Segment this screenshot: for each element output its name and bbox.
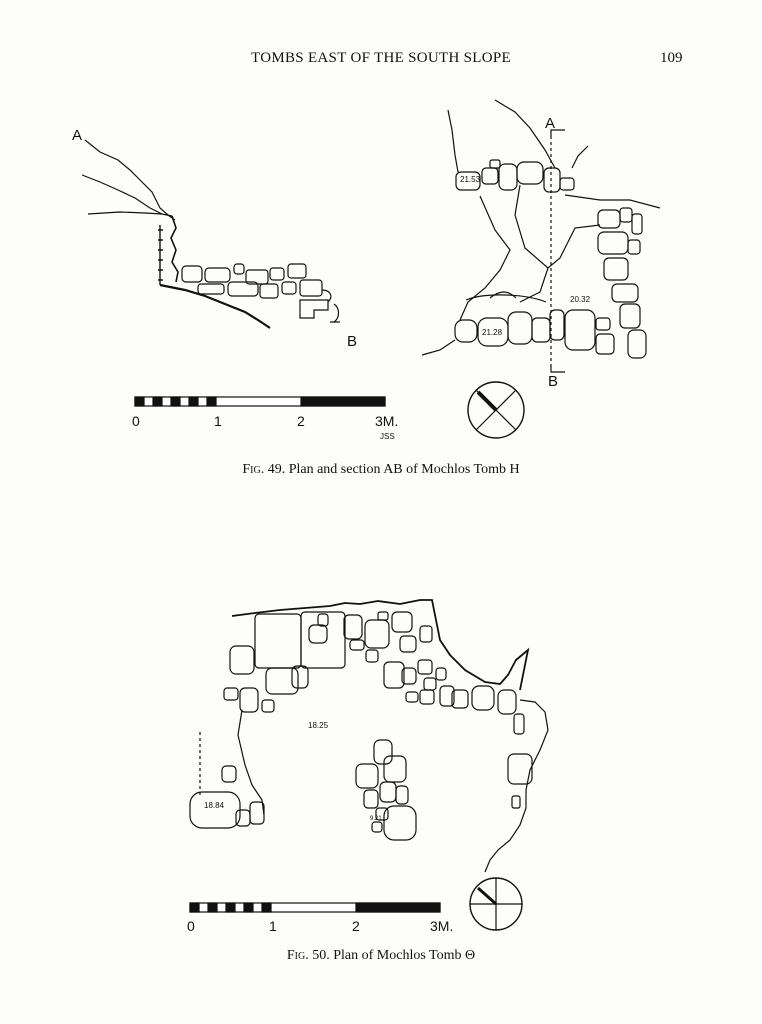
plan-drawing: A B — [421, 99, 661, 390]
ground-line — [87, 211, 173, 217]
plan-drawing: 18.25 18.84 9.21 — [189, 599, 549, 873]
caption-text: Plan and section AB of Mochlos Tomb H — [285, 462, 520, 477]
terrain-contour — [494, 99, 556, 169]
terrain-contour — [564, 194, 661, 209]
scale-tick: 3M. — [430, 918, 453, 934]
wall-stones — [597, 207, 647, 359]
tomb-outline — [519, 267, 549, 303]
rock-outline — [231, 599, 530, 691]
section-arrow-b — [550, 364, 565, 373]
terrain-contour — [571, 145, 589, 169]
section-label-a: A — [72, 127, 82, 144]
section-arrow-a — [550, 129, 565, 136]
terrain-contour — [447, 109, 459, 173]
terrain-profile-upper — [84, 139, 176, 221]
figure-49: A B A B — [72, 99, 661, 441]
scale-tick: 3M. — [375, 413, 398, 429]
wall-hatching — [158, 225, 163, 285]
fig-50-caption: Fig. 50. Plan of Mochlos Tomb Θ — [0, 948, 762, 964]
terrain-profile-lower — [81, 174, 163, 215]
scale-tick: 1 — [214, 413, 222, 429]
caption-prefix: Fig. 50. — [286, 948, 330, 963]
wall-stones — [189, 645, 309, 829]
wall-stones — [455, 159, 575, 193]
caption-prefix: Fig. 49. — [242, 462, 286, 477]
tomb-outline — [484, 699, 549, 873]
north-arrow — [467, 381, 525, 439]
scale-bar: 0 1 2 3M. — [187, 902, 453, 934]
elevation-label: 20.32 — [570, 295, 591, 304]
figure-50: 18.25 18.84 9.21 0 1 2 3M. — [187, 599, 549, 934]
fig-49-caption: Fig. 49. Plan and section AB of Mochlos … — [0, 462, 762, 478]
bedrock-floor — [159, 283, 271, 329]
scale-bar: 0 1 2 3M. JSS — [132, 396, 398, 441]
elevation-label: 21.28 — [482, 328, 503, 337]
section-stones — [181, 263, 340, 323]
wall-stones — [254, 611, 517, 715]
scale-tick: 2 — [297, 413, 305, 429]
north-arrow — [469, 877, 523, 931]
elevation-label: 18.25 — [308, 721, 329, 730]
plan-label-a: A — [545, 115, 555, 132]
caption-text: Plan of Mochlos Tomb Θ — [329, 948, 476, 963]
elevation-label: 9.21 — [370, 816, 382, 822]
rock-face — [170, 215, 179, 283]
scale-tick: 1 — [269, 918, 277, 934]
plan-label-b: B — [548, 373, 558, 390]
drafter-initials: JSS — [380, 432, 395, 441]
wall-stones — [507, 713, 533, 809]
running-head: TOMBS EAST OF THE SOUTH SLOPE — [251, 50, 511, 66]
tomb-outline — [514, 184, 601, 269]
terrain-contour — [421, 339, 456, 356]
tomb-outline — [459, 195, 511, 321]
wall-stones — [454, 291, 615, 355]
page-number: 109 — [660, 50, 683, 66]
scale-tick: 2 — [352, 918, 360, 934]
section-label-b: B — [347, 333, 357, 350]
elevation-label: 18.84 — [204, 801, 225, 810]
scale-tick: 0 — [187, 918, 195, 934]
elevation-label: 21.53 — [460, 175, 481, 184]
stone-cluster — [355, 739, 417, 841]
section-drawing: A B — [72, 127, 357, 350]
tomb-outline — [237, 709, 265, 816]
scale-tick: 0 — [132, 413, 140, 429]
